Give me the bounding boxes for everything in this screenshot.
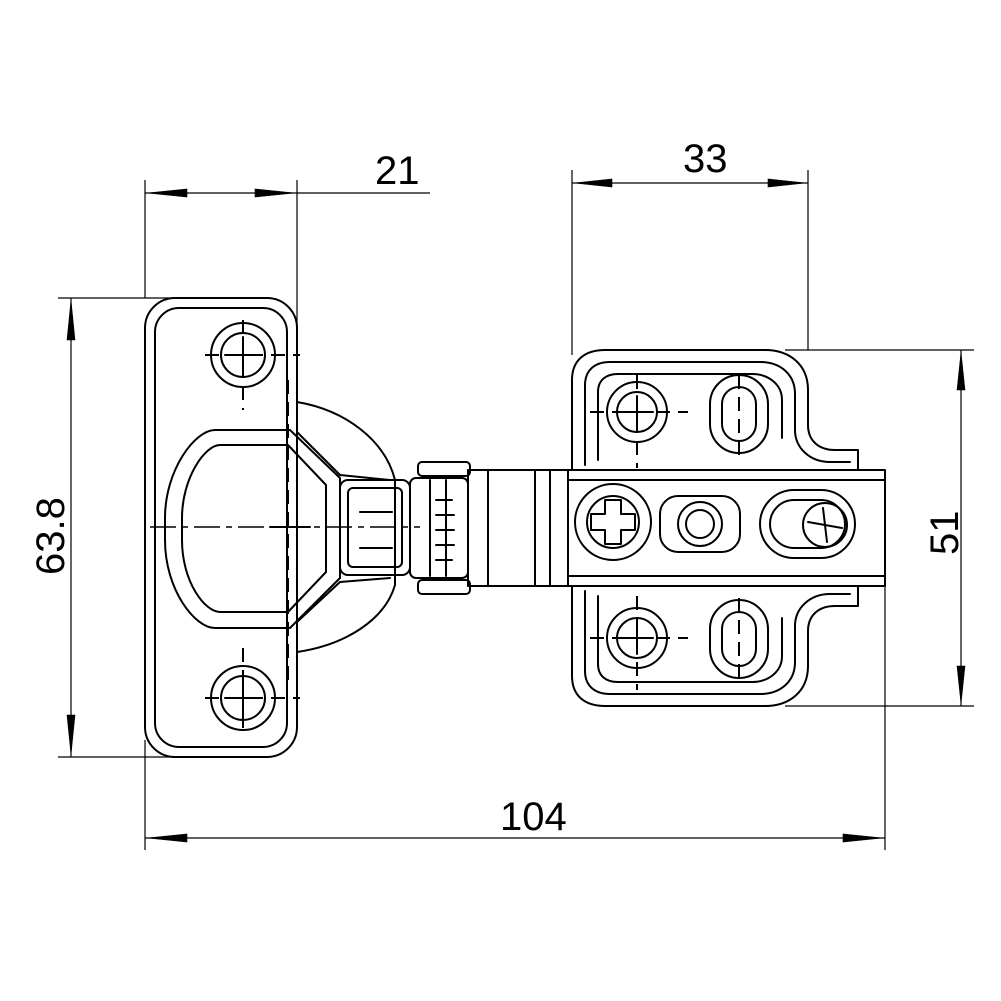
dim-label-21: 21 <box>375 149 420 193</box>
dim-label-63-8: 63.8 <box>29 497 73 575</box>
dim-label-33: 33 <box>683 137 728 181</box>
cup-plate <box>144 297 420 758</box>
dimension-labels: 21 33 63.8 51 104 <box>29 137 967 839</box>
dimension-arrows <box>66 178 966 843</box>
hinge-arm <box>339 461 569 595</box>
mounting-plate <box>567 349 886 707</box>
dim-label-104: 104 <box>500 795 567 839</box>
dim-label-51: 51 <box>923 511 967 556</box>
